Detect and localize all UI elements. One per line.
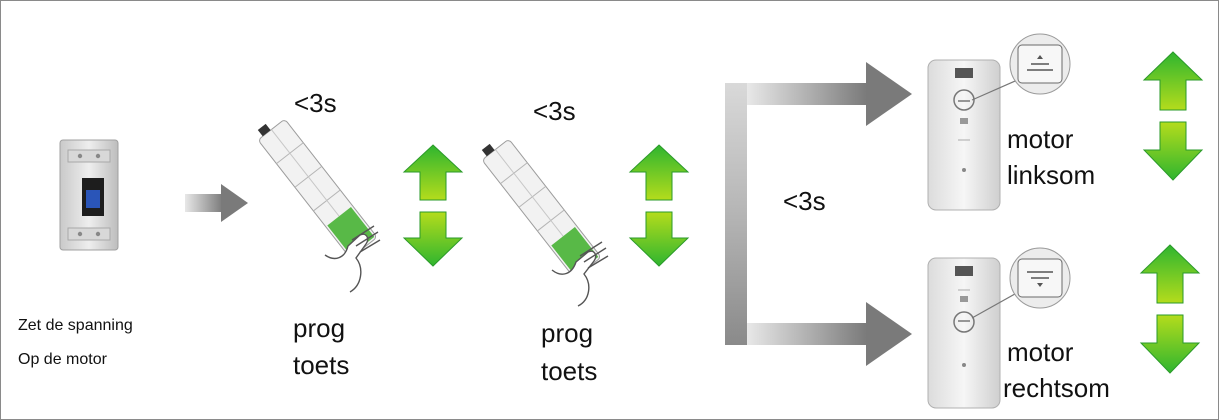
power-on-caption-line2: Op de motor — [18, 351, 107, 368]
zoom-up-button-icon — [1009, 33, 1071, 95]
down-arrow-icon-4 — [1139, 314, 1201, 374]
remote-icon-bottom — [927, 257, 1023, 409]
branch-timing-label: <3s — [783, 186, 826, 216]
up-arrow-icon-3 — [1142, 51, 1204, 111]
circuit-breaker-icon — [59, 139, 119, 251]
outcome-bottom-label-line2: rechtsom — [1003, 373, 1110, 403]
step2-timing-label: <3s — [294, 88, 337, 118]
remote-icon-top — [927, 59, 1023, 211]
up-arrow-icon-4 — [1139, 244, 1201, 304]
down-arrow-icon-2 — [628, 211, 690, 267]
finger-icon-2 — [551, 241, 609, 307]
down-arrow-icon-1 — [402, 211, 464, 267]
outcome-bottom-label-line1: motor — [1007, 337, 1074, 367]
down-arrow-icon-3 — [1142, 121, 1204, 181]
step2-label-line1: prog — [293, 313, 346, 343]
up-arrow-icon-1 — [402, 144, 464, 201]
outcome-top-label-line1: motor — [1007, 124, 1074, 154]
step3-timing-label: <3s — [533, 96, 576, 126]
zoom-down-button-icon — [1009, 247, 1071, 309]
step3-label-line2: toets — [541, 356, 598, 386]
step3-label-line1: prog — [541, 318, 594, 348]
outcome-top-label-line2: linksom — [1007, 160, 1096, 190]
step2-label-line2: toets — [293, 350, 350, 380]
flow-arrow-1 — [185, 184, 248, 222]
power-on-caption-line1: Zet de spanning — [18, 317, 133, 334]
finger-icon-1 — [324, 225, 381, 293]
up-arrow-icon-2 — [628, 144, 690, 201]
branch-connector — [725, 62, 912, 366]
